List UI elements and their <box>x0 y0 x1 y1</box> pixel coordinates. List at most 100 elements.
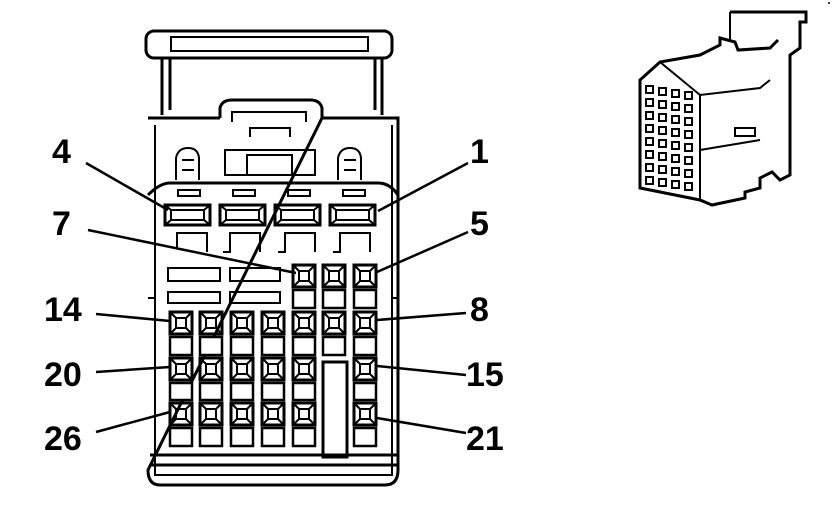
terminal-cavity <box>352 401 378 427</box>
iso-cavity-hole <box>673 104 678 109</box>
top-latch-bar <box>144 29 394 60</box>
large-cavity <box>218 203 267 227</box>
empty-cavity <box>198 381 224 402</box>
empty-cavity <box>260 426 286 448</box>
iso-cavity-hole <box>686 158 691 163</box>
blank-slots <box>167 267 281 304</box>
iso-cavity-hole <box>686 145 691 150</box>
housing-outline <box>146 116 400 487</box>
iso-cavity-hole <box>647 126 652 131</box>
pin-label-14: 14 <box>44 291 82 329</box>
connector-isometric-view <box>638 10 808 207</box>
terminal-cavity <box>291 401 317 427</box>
terminal-cavity <box>260 310 286 336</box>
iso-cavity-hole <box>660 89 665 94</box>
terminal-cavity <box>229 310 255 336</box>
left-clip <box>175 146 200 180</box>
iso-housing <box>638 10 808 207</box>
iso-cavity-hole <box>660 102 665 107</box>
iso-edges <box>659 12 771 200</box>
terminal-cavity <box>229 401 255 427</box>
terminal-cavity <box>352 310 378 336</box>
terminal-cavity <box>198 401 224 427</box>
latch-slot <box>170 36 369 52</box>
empty-cavity <box>168 335 194 357</box>
empty-cavity <box>291 335 317 357</box>
iso-cavity-hole <box>647 87 652 92</box>
empty-cavity <box>352 426 378 448</box>
large-cavity <box>328 203 377 227</box>
iso-cavity-hole <box>673 117 678 122</box>
iso-cavity-hole <box>660 128 665 133</box>
iso-cavity-hole <box>660 115 665 120</box>
iso-cavity-grid <box>645 85 693 191</box>
large-cavity <box>163 203 212 227</box>
pin-label-4: 4 <box>52 133 71 171</box>
leader-lines <box>85 161 469 435</box>
pin-label-15: 15 <box>466 356 504 394</box>
iso-cavity-hole <box>673 130 678 135</box>
large-cavity <box>273 203 322 227</box>
iso-cavity-hole <box>660 167 665 172</box>
empty-cavity <box>168 426 194 448</box>
center-lock-detail <box>224 111 316 176</box>
empty-cavity <box>321 288 347 310</box>
center-lock <box>218 98 324 118</box>
empty-cavity <box>321 335 347 357</box>
cavity-steps <box>176 232 371 253</box>
iso-cavity-hole <box>660 154 665 159</box>
terminal-cavity <box>352 356 378 382</box>
dot <box>828 2 830 4</box>
terminal-cavity <box>321 310 347 336</box>
terminal-cavity <box>198 356 224 382</box>
terminal-cavity <box>291 356 317 382</box>
iso-cavity-hole <box>673 156 678 161</box>
top-small-slots <box>177 189 366 197</box>
latch-arms <box>160 58 384 115</box>
center-lock-window <box>246 154 293 176</box>
iso-cavity-hole <box>686 132 691 137</box>
empty-cavity <box>291 381 317 402</box>
iso-cavity-hole <box>647 100 652 105</box>
iso-cavity-hole <box>686 106 691 111</box>
empty-cavity <box>168 381 194 402</box>
iso-cavity-hole <box>647 165 652 170</box>
iso-cavity-hole <box>660 141 665 146</box>
empty-cavity <box>291 426 317 448</box>
iso-cavity-hole <box>660 180 665 185</box>
iso-cavity-hole <box>686 184 691 189</box>
empty-cavity <box>229 426 255 448</box>
empty-cavity <box>198 335 224 357</box>
empty-cavity <box>260 335 286 357</box>
pin-label-5: 5 <box>470 205 489 243</box>
pin-label-20: 20 <box>44 356 82 394</box>
side-ribs <box>148 297 398 320</box>
iso-window <box>734 127 756 137</box>
empty-cavity <box>260 381 286 402</box>
iso-cavity-hole <box>686 171 691 176</box>
terminal-cavity <box>260 356 286 382</box>
iso-cavity-hole <box>647 139 652 144</box>
terminal-grid <box>168 263 378 448</box>
bottom-skirt <box>150 453 398 467</box>
terminal-cavity <box>260 401 286 427</box>
iso-cavity-hole <box>686 93 691 98</box>
terminal-cavity <box>168 356 194 382</box>
empty-cavity <box>229 381 255 402</box>
iso-cavity-hole <box>673 169 678 174</box>
terminal-cavity <box>229 356 255 382</box>
empty-cavity <box>291 288 317 310</box>
face-top-edge <box>146 181 400 197</box>
large-cavities <box>163 203 377 227</box>
terminal-cavity <box>291 310 317 336</box>
terminal-cavity <box>198 310 224 336</box>
iso-cavity-hole <box>673 143 678 148</box>
pin-label-21: 21 <box>466 420 504 458</box>
terminal-cavity <box>168 401 194 427</box>
iso-cavity-hole <box>673 91 678 96</box>
iso-cavity-hole <box>686 119 691 124</box>
pin-label-1: 1 <box>470 133 489 171</box>
center-slot <box>321 360 349 459</box>
iso-cavity-hole <box>647 152 652 157</box>
